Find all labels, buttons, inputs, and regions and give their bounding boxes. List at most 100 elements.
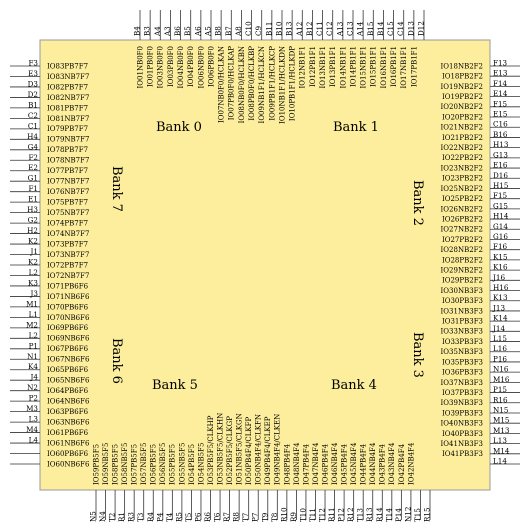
right-ball-label: H13 [493,140,509,149]
top-ball-label: D13 [406,21,415,36]
bottom-ball-label: R12 [346,507,355,522]
left-ball-label: H3 [27,205,38,214]
bottom-ball-label: T7 [241,512,250,522]
left-io-label: IO70PB6F6 [47,303,89,311]
right-ball-label: H14 [493,212,509,221]
bottom-io-label: IO50NB4F4/CLKFN [255,414,263,485]
left-ball-label: D3 [28,79,39,88]
left-io-label: IO69PB6F6 [47,324,89,332]
right-ball-label: K14 [493,314,508,323]
right-ball-label: K15 [493,252,508,261]
right-io-label: IO18PB2F2 [442,73,483,81]
right-ball-label: M15 [493,416,510,425]
left-ball-label: F1 [28,184,38,193]
left-ball-label: K3 [28,278,38,287]
top-ball-label: A8 [234,26,243,37]
bottom-ball-label: T14 [384,508,393,522]
bottom-pin-lines [95,490,431,520]
bottom-io-label: IO59PB5F5 [92,444,100,485]
left-ball-label: K2 [28,258,38,267]
right-ball-label: F13 [493,59,508,68]
top-ball-label: C10 [244,21,253,36]
left-io-label: IO71NB6F6 [47,293,90,301]
bottom-io-label: IO46NB4F4 [331,442,339,485]
left-io-label: IO71PB6F6 [47,282,89,290]
left-io-label: IO60NB6F6 [47,460,90,468]
right-io-label: IO28NB2F2 [441,246,483,254]
right-ball-label: M16 [493,375,510,384]
bottom-io-label: IO49PB4F4/CLKEP [264,416,272,485]
bottom-ball-label: N5 [89,511,98,522]
bottom-ball-label: R6 [203,512,212,522]
bottom-io-label: IO47PB4F4 [302,443,310,485]
top-ball-label: A6 [193,26,202,37]
top-ball-label: C12 [325,21,334,36]
right-ball-label: G15 [493,201,508,210]
right-ball-label: L14 [493,457,507,466]
bottom-io-label: IO56PB5F5 [150,444,158,485]
left-ball-label: M4 [26,425,38,434]
left-io-label: IO72NB7F7 [47,272,89,280]
top-ball-label: A13 [335,21,344,37]
bottom-ball-label: T8 [270,512,279,522]
right-io-label: IO40PB3F3 [442,430,483,438]
top-ball-label: A5 [204,26,213,37]
bottom-ball-label: T9 [260,512,269,522]
right-ball-label: F14 [493,79,508,88]
bottom-io-label: IO44NB4F4 [369,442,377,485]
left-ball-label: E1 [28,195,38,204]
top-io-label: IO13NB1F1 [319,46,327,88]
right-io-label: IO40NB3F3 [441,420,483,428]
right-io-label: IO19PB2F2 [442,93,483,101]
top-io-label: IO16PB1F1 [390,46,398,87]
right-ball-label: E16 [493,161,508,170]
top-ball-label: B15 [366,21,375,36]
bank-5-label: Bank 5 [152,378,198,393]
top-ball-label: B12 [305,22,314,36]
bottom-ball-label: T2 [108,513,117,522]
right-io-label: IO26PB2F2 [442,215,483,223]
left-io-label: IO63NB6F6 [47,419,90,427]
right-io-label: IO37NB3F3 [441,379,483,387]
top-io-label: IO17NB1F1 [400,46,408,88]
right-ball-label: N15 [493,405,509,414]
bottom-ball-label: T12 [318,508,327,522]
right-io-label: IO26NB2F2 [441,205,483,213]
top-io-label: IO12NB1F1 [299,46,307,88]
right-ball-label: P15 [493,385,507,394]
top-ball-label: B4 [133,26,142,36]
top-io-label: IO03NB0F0 [157,46,165,88]
top-ball-label: B13 [285,21,294,36]
left-ball-label: J1 [30,247,38,256]
bottom-ball-label: R1 [117,512,126,522]
left-io-label: IO67PB6F6 [47,345,89,353]
left-pin-lines [10,65,40,465]
right-io-label: IO31NB3F3 [441,307,483,315]
left-io-label: IO77NB7F7 [47,178,89,186]
bottom-io-label: IO59NB5F5 [102,443,110,485]
bank-6-label: Bank 6 [109,338,124,384]
top-io-label: IO01NB0F0 [136,46,144,88]
right-ball-label: G14 [493,222,508,231]
top-ball-label: B11 [264,22,273,36]
left-ball-label: M2 [26,320,38,329]
top-ball-label: C14 [396,21,405,36]
top-io-label: IO12PB1F1 [309,46,317,87]
top-io-label: IO06PB0F0 [207,46,215,87]
bottom-ball-label: P7 [251,512,260,522]
right-io-label: IO23PB2F2 [442,175,483,183]
top-io-label: IO15NB1F1 [360,46,368,88]
bottom-io-label: IO44PB4F4 [360,443,368,485]
top-io-label: IO09PB1F1/HCLKCP [268,46,276,121]
bank-3-label: Bank 3 [410,332,425,378]
right-ball-label: H15 [493,181,509,190]
left-ball-label: K4 [28,362,38,371]
left-ball-label: K2 [28,237,38,246]
left-ball-label: P1 [29,341,38,350]
right-ball-label: G16 [493,232,508,241]
bottom-ball-label: P4 [155,512,164,522]
right-ball-label: J16 [492,273,505,282]
bottom-io-label: IO45PB4F4 [341,443,349,485]
left-io-label: IO63PB6F6 [47,408,89,416]
left-io-label: IO78PB7F7 [47,146,88,154]
